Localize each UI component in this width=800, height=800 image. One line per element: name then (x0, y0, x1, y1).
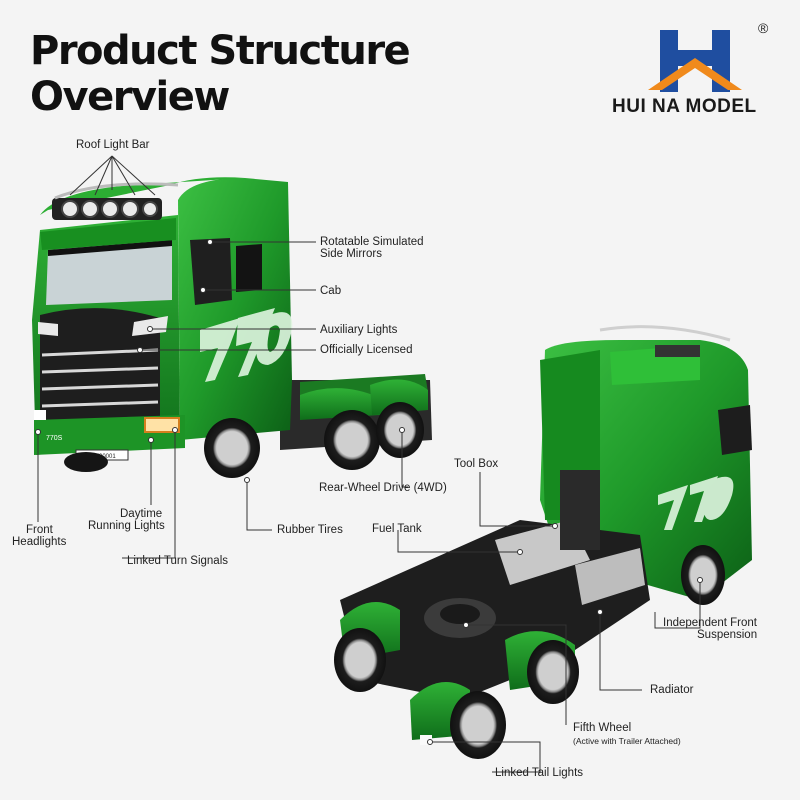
label-rear-wheel-drive: Rear-Wheel Drive (4WD) (319, 482, 447, 494)
label-fuel-tank: Fuel Tank (372, 523, 422, 535)
page-title: Product Structure Overview (30, 28, 411, 120)
label-auxiliary-lights: Auxiliary Lights (320, 324, 398, 336)
front-truck: K M00001 770S (32, 177, 432, 478)
label-daytime-running-2: Running Lights (88, 520, 165, 532)
callout-lines (37, 155, 701, 773)
label-side-mirrors-1: Rotatable Simulated (320, 236, 424, 248)
label-roof-light-bar: Roof Light Bar (76, 139, 150, 151)
label-linked-turn-signals: Linked Turn Signals (127, 555, 229, 567)
label-side-mirrors-2: Side Mirrors (320, 248, 382, 260)
label-front-headlights-1: Front (26, 524, 53, 536)
title-line-1: Product Structure (30, 28, 411, 74)
label-fifth-wheel-note: (Active with Trailer Attached) (573, 736, 681, 746)
brand-name: HUI NA MODEL (612, 96, 757, 117)
label-officially-licensed: Officially Licensed (320, 344, 413, 356)
label-fifth-wheel: Fifth Wheel (573, 722, 632, 734)
label-tool-box: Tool Box (454, 458, 499, 470)
label-radiator: Radiator (650, 684, 694, 696)
label-daytime-running-1: Daytime (120, 508, 163, 520)
label-front-suspension-1: Independent Front (663, 617, 757, 629)
front-model-badge: 770S (46, 435, 63, 442)
label-rubber-tires: Rubber Tires (277, 524, 343, 536)
rear-truck (330, 325, 752, 759)
label-cab: Cab (320, 285, 342, 297)
label-front-suspension-2: Suspension (697, 629, 758, 641)
label-linked-tail-lights: Linked Tail Lights (495, 767, 584, 779)
title-line-2: Overview (30, 74, 230, 120)
registered-mark: ® (758, 20, 769, 36)
label-front-headlights-2: Headlights (12, 536, 67, 548)
brand-logo (648, 30, 742, 92)
